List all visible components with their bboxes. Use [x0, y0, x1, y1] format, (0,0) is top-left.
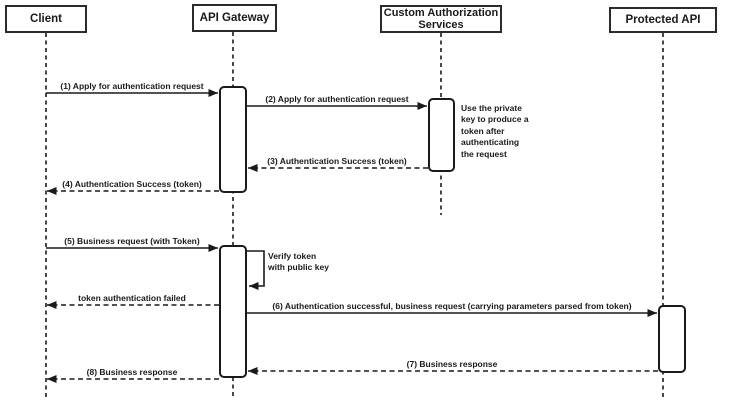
participant-api-gateway: API Gateway: [192, 4, 277, 32]
message-1-label: (1) Apply for authentication request: [60, 81, 204, 91]
self-message-arrow: [247, 250, 265, 290]
self-message-label: Verify token with public key: [268, 251, 329, 273]
participant-protected-api: Protected API: [609, 7, 717, 33]
message-3-label: (3) Authentication Success (token): [267, 156, 407, 166]
activation-protected-api: [658, 305, 686, 373]
participant-custom-authorization-services: Custom Authorization Services: [380, 5, 502, 33]
participant-client: Client: [5, 5, 87, 33]
activation-api-gateway-1: [219, 86, 247, 193]
activation-api-gateway-2: [219, 245, 247, 378]
message-2-label: (2) Apply for authentication request: [265, 94, 409, 104]
message-7-label: (7) Business response: [406, 359, 498, 369]
message-4-label: (4) Authentication Success (token): [62, 179, 202, 189]
note-private-key: Use the private key to produce a token a…: [461, 103, 529, 159]
message-8-label: (8) Business response: [86, 367, 178, 377]
message-5-label: (5) Business request (with Token): [64, 236, 200, 246]
activation-custom-authorization-services: [428, 98, 455, 172]
message-6-label: (6) Authentication successful, business …: [272, 301, 632, 311]
message-fail-label: token authentication failed: [78, 293, 186, 303]
